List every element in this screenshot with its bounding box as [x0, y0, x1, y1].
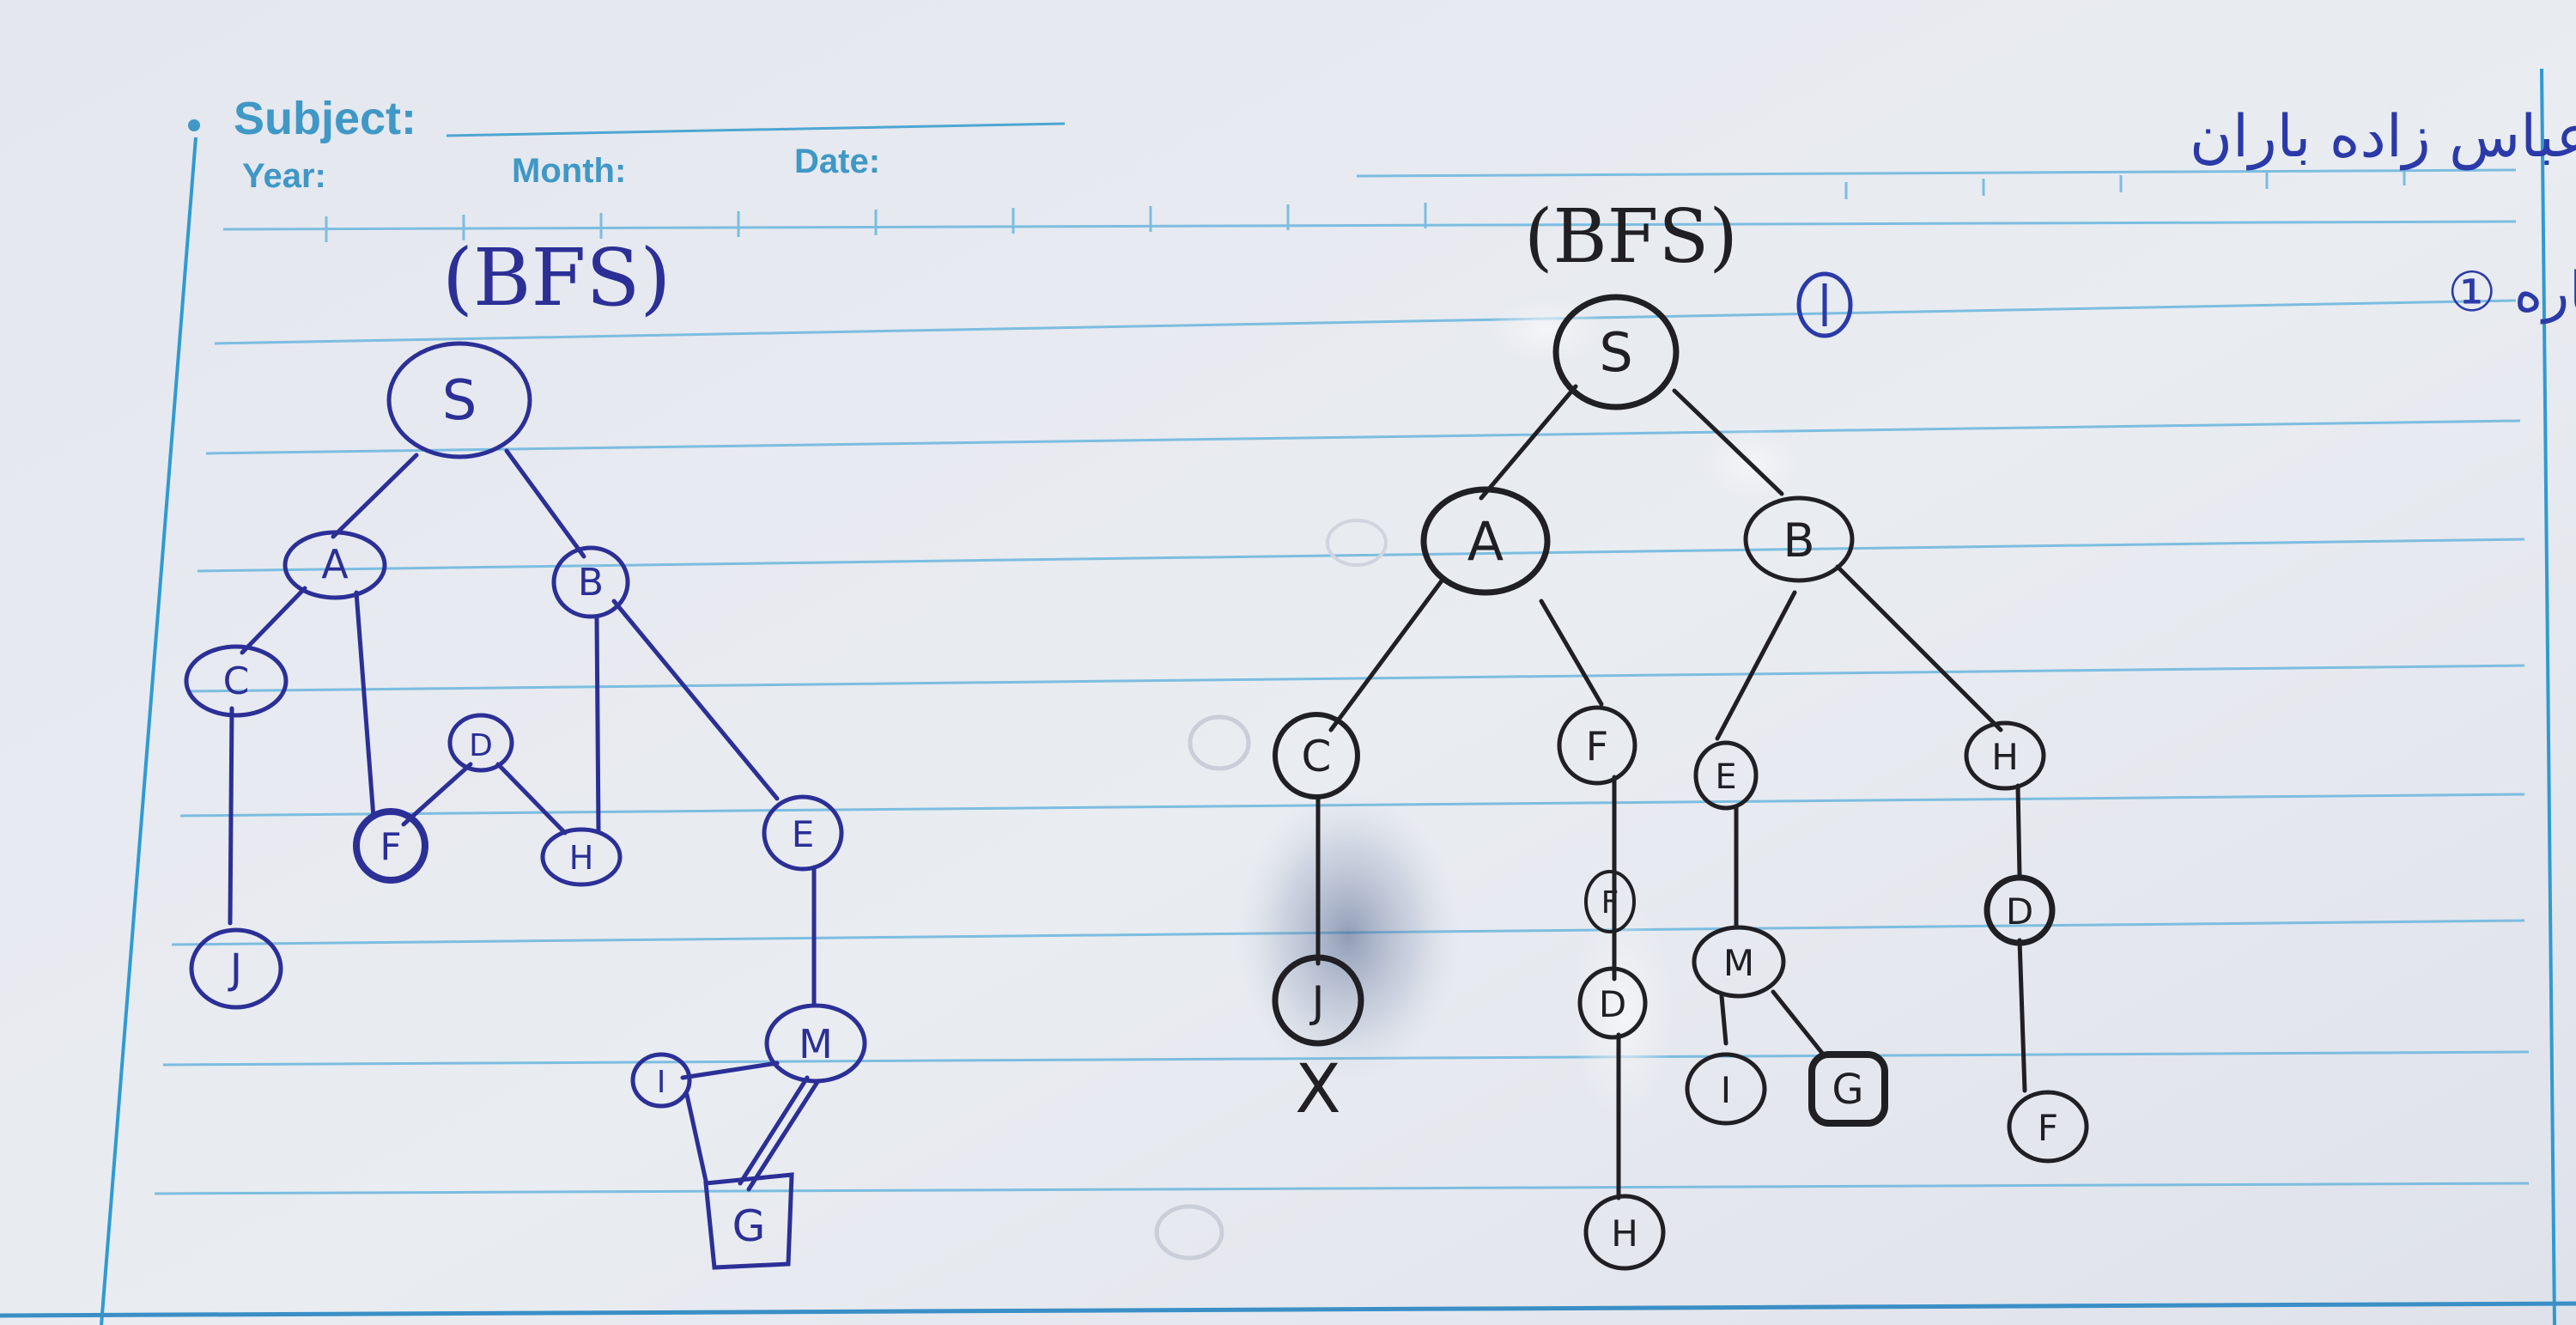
- month-label: Month:: [512, 152, 626, 190]
- node-F-right: [1557, 705, 1637, 786]
- node-G: [703, 1172, 794, 1270]
- student-name: علیرضا عباس زاده باران: [2190, 103, 2576, 171]
- svg-text:F: F: [1586, 723, 1608, 769]
- svg-text:D: D: [2006, 890, 2033, 933]
- node-A-right: [1420, 486, 1551, 596]
- svg-text:M: M: [1723, 942, 1754, 984]
- node-E-right: [1693, 740, 1759, 811]
- svg-text:G: G: [732, 1201, 766, 1251]
- svg-text:E: E: [1715, 757, 1736, 797]
- svg-text:D: D: [469, 728, 493, 763]
- subject-label: Subject:: [234, 93, 416, 144]
- notebook-header: Subject: Year: Month: Date:: [234, 93, 880, 195]
- svg-text:F: F: [2038, 1107, 2058, 1149]
- node-J-right: [1272, 954, 1364, 1047]
- cross-mark: X: [1295, 1051, 1340, 1128]
- node-G-right: [1808, 1051, 1888, 1127]
- node-J: [189, 927, 283, 1010]
- node-H: [540, 827, 623, 887]
- right-tree: (BFS): [1154, 194, 2089, 1271]
- ruler-ticks: [325, 168, 2406, 242]
- svg-text:S: S: [1599, 321, 1632, 384]
- svg-text:H: H: [1991, 736, 2019, 778]
- date-label: Date:: [794, 143, 880, 180]
- svg-text:C: C: [223, 659, 250, 703]
- node-H-right: [1964, 720, 2046, 791]
- node-M-right: [1692, 925, 1786, 999]
- node-C: [184, 644, 289, 718]
- svg-text:G: G: [1832, 1066, 1863, 1114]
- svg-text:I: I: [657, 1065, 666, 1100]
- node-B-right: [1743, 495, 1855, 583]
- node-D: [447, 713, 514, 773]
- node-C-right: [1273, 712, 1360, 799]
- node-D-right: [1577, 966, 1648, 1040]
- svg-text:H: H: [1611, 1213, 1638, 1255]
- left-graph-title: (BFS): [442, 232, 671, 324]
- node-F3-right: [2007, 1090, 2089, 1164]
- node-A: [283, 530, 387, 600]
- svg-text:H: H: [569, 839, 594, 877]
- node-M: [764, 1003, 867, 1084]
- node-S-root: [1552, 294, 1680, 410]
- node-I: [630, 1052, 692, 1109]
- svg-text:F: F: [380, 825, 401, 869]
- exercise-title: تمرین کلاسی شماره ①: [2447, 261, 2576, 325]
- node-E: [762, 794, 844, 872]
- svg-text:J: J: [228, 945, 242, 994]
- left-margin-line: [100, 137, 197, 1325]
- svg-text:C: C: [1302, 732, 1332, 781]
- node-B: [551, 545, 630, 619]
- svg-text:B: B: [1783, 514, 1814, 568]
- year-label: Year:: [242, 157, 326, 195]
- svg-text:I: I: [1721, 1069, 1731, 1111]
- svg-text:J: J: [1309, 977, 1325, 1027]
- right-tree-title: (BFS): [1524, 194, 1738, 280]
- right-margin-line: [2540, 68, 2556, 1325]
- svg-text:B: B: [578, 561, 604, 605]
- left-graph: (BFS) S A B C D: [184, 232, 867, 1270]
- node-F2-right: [1584, 870, 1636, 933]
- right-heading: علیرضا عباس زاده باران تمرین کلاسی شماره…: [2190, 103, 2576, 325]
- svg-text:M: M: [799, 1021, 833, 1067]
- svg-text:A: A: [1467, 510, 1504, 573]
- svg-text:F: F: [1601, 885, 1619, 921]
- exercise-number-mark: [1796, 271, 1853, 338]
- node-F: [353, 808, 428, 884]
- node-H2-right: [1583, 1194, 1666, 1271]
- svg-text:S: S: [442, 369, 477, 433]
- svg-text:A: A: [321, 541, 349, 587]
- node-S: [386, 341, 532, 459]
- node-D2-right: [1984, 874, 2056, 946]
- svg-text:E: E: [792, 813, 815, 855]
- node-I-right: [1685, 1052, 1767, 1126]
- svg-text:D: D: [1599, 983, 1626, 1025]
